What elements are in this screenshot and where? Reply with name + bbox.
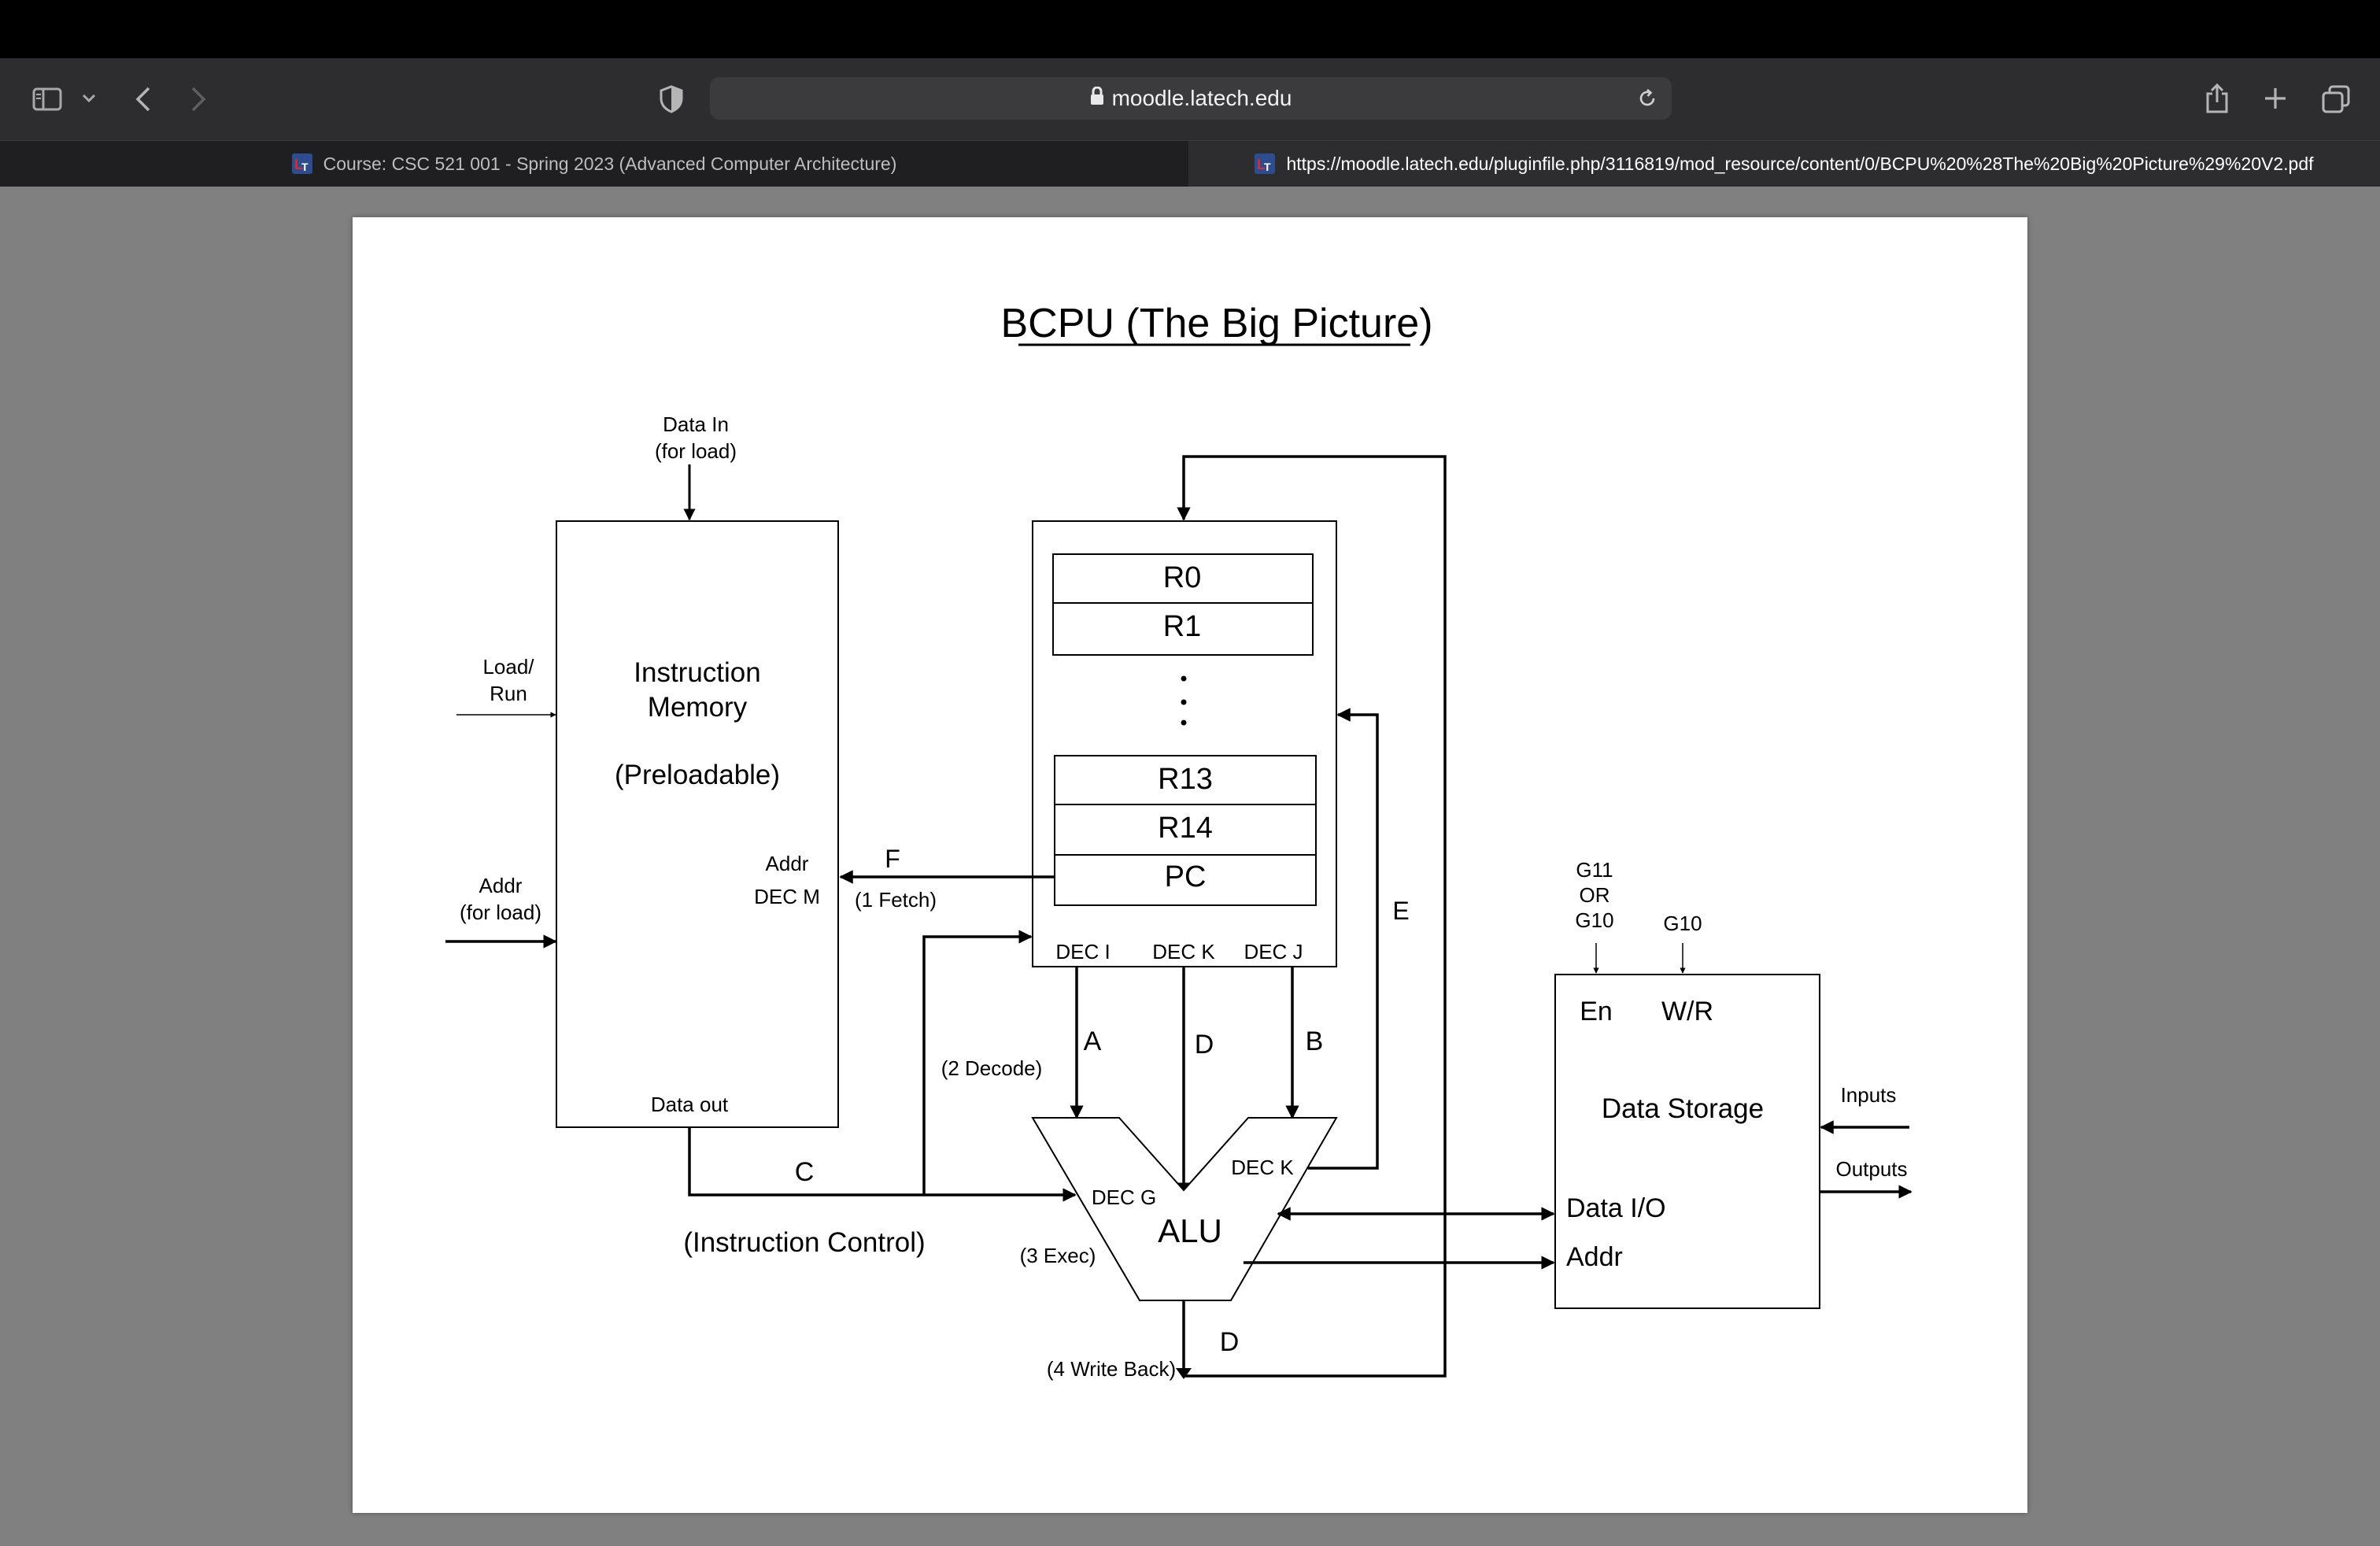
addr-load-line1: Addr <box>479 874 523 897</box>
write-back-label: (4 Write Back) <box>1047 1357 1176 1381</box>
alu-dec-k-label: DEC K <box>1231 1156 1294 1179</box>
instruction-memory-box <box>556 520 839 1128</box>
data-storage-data-io-label: Data I/O <box>1566 1193 1666 1223</box>
register-dot-1 <box>1181 675 1187 682</box>
dec-k-label: DEC K <box>1152 940 1215 963</box>
g11-line2: OR <box>1580 883 1610 907</box>
e-feedback-path <box>1308 708 1379 1170</box>
write-back-loop <box>1177 455 1447 1378</box>
tabs-icon[interactable] <box>2319 82 2353 117</box>
svg-text:T: T <box>301 161 309 173</box>
url-domain: moodle.latech.edu <box>1111 86 1292 110</box>
g11-line1: G11 <box>1576 858 1613 882</box>
diagram-title: BCPU (The Big Picture) <box>1000 301 1432 346</box>
dec-i-label: DEC I <box>1055 940 1110 963</box>
instruction-memory-line2: Memory <box>648 692 748 723</box>
data-storage-en-label: En <box>1580 997 1613 1026</box>
data-storage-addr-label: Addr <box>1566 1242 1623 1272</box>
menu-bar-area <box>0 0 2380 58</box>
register-r14-label: R14 <box>1158 812 1213 845</box>
tab-label: https://moodle.latech.edu/pluginfile.php… <box>1286 153 2314 174</box>
write-back-arrowhead <box>1176 1368 1192 1379</box>
register-r0-label: R0 <box>1163 561 1202 594</box>
lock-icon <box>1090 86 1104 111</box>
g10-label: G10 <box>1663 912 1702 935</box>
alu-dec-g-label: DEC G <box>1092 1185 1156 1209</box>
register-dot-2 <box>1181 699 1187 705</box>
svg-text:L: L <box>294 157 303 172</box>
fetch-f-label: F <box>885 845 900 873</box>
c-label: C <box>795 1157 815 1187</box>
data-in-line2: (for load) <box>655 439 737 463</box>
load-run-line2: Run <box>490 682 527 705</box>
addr-load-line2: (for load) <box>460 901 541 924</box>
register-r13-label: R13 <box>1158 763 1213 796</box>
instruction-memory-line1: Instruction <box>634 657 760 688</box>
plus-icon[interactable] <box>2259 82 2292 115</box>
decode-label: (2 Decode) <box>941 1056 1043 1080</box>
fetch-label: (1 Fetch) <box>855 888 937 912</box>
bcpu-diagram: BCPU (The Big Picture) Instruction Memor… <box>445 301 1913 1381</box>
register-dot-3 <box>1181 719 1187 726</box>
chevron-down-icon[interactable] <box>79 88 99 109</box>
reload-icon[interactable] <box>1634 85 1661 112</box>
d-top-label: D <box>1195 1030 1214 1060</box>
a-label: A <box>1084 1026 1102 1056</box>
sidebar-icon[interactable] <box>30 82 65 117</box>
dec-j-label: DEC J <box>1244 940 1303 963</box>
d-bottom-label: D <box>1220 1327 1240 1357</box>
forward-icon[interactable] <box>183 80 214 118</box>
register-pc-label: PC <box>1165 860 1207 893</box>
outputs-label: Outputs <box>1835 1157 1907 1181</box>
register-pc <box>1054 854 1317 906</box>
register-r1-label: R1 <box>1163 610 1202 643</box>
g11-line3: G10 <box>1575 908 1613 932</box>
imem-addr-label: Addr <box>766 852 809 875</box>
alu-shape <box>1031 1117 1338 1301</box>
share-icon[interactable] <box>2201 79 2234 118</box>
c-path <box>688 1127 1077 1202</box>
address-bar[interactable]: moodle.latech.edu <box>710 77 1672 120</box>
data-storage-label: Data Storage <box>1602 1093 1764 1124</box>
svg-text:L: L <box>1257 157 1266 172</box>
decode-path <box>922 930 1033 1195</box>
instruction-memory-line3: (Preloadable) <box>615 760 780 790</box>
alu-label: ALU <box>1158 1212 1222 1249</box>
tab-label: Course: CSC 521 001 - Spring 2023 (Advan… <box>323 153 897 174</box>
data-storage-wr-label: W/R <box>1661 997 1713 1026</box>
register-r1 <box>1052 602 1314 656</box>
exec-label: (3 Exec) <box>1020 1244 1096 1267</box>
inputs-label: Inputs <box>1841 1083 1897 1107</box>
shield-icon[interactable] <box>656 82 686 117</box>
load-run-line1: Load/ <box>482 655 534 679</box>
imem-dec-m-label: DEC M <box>754 885 820 908</box>
pdf-page: BCPU (The Big Picture) Instruction Memor… <box>353 217 2027 1513</box>
back-icon[interactable] <box>128 80 159 118</box>
svg-text:T: T <box>1264 161 1271 173</box>
data-storage-box <box>1554 974 1820 1309</box>
e-label: E <box>1392 897 1409 925</box>
imem-data-out-label: Data out <box>651 1093 729 1116</box>
b-label: B <box>1306 1026 1324 1056</box>
instruction-control-label: (Instruction Control) <box>683 1227 925 1258</box>
data-in-line1: Data In <box>663 412 729 436</box>
